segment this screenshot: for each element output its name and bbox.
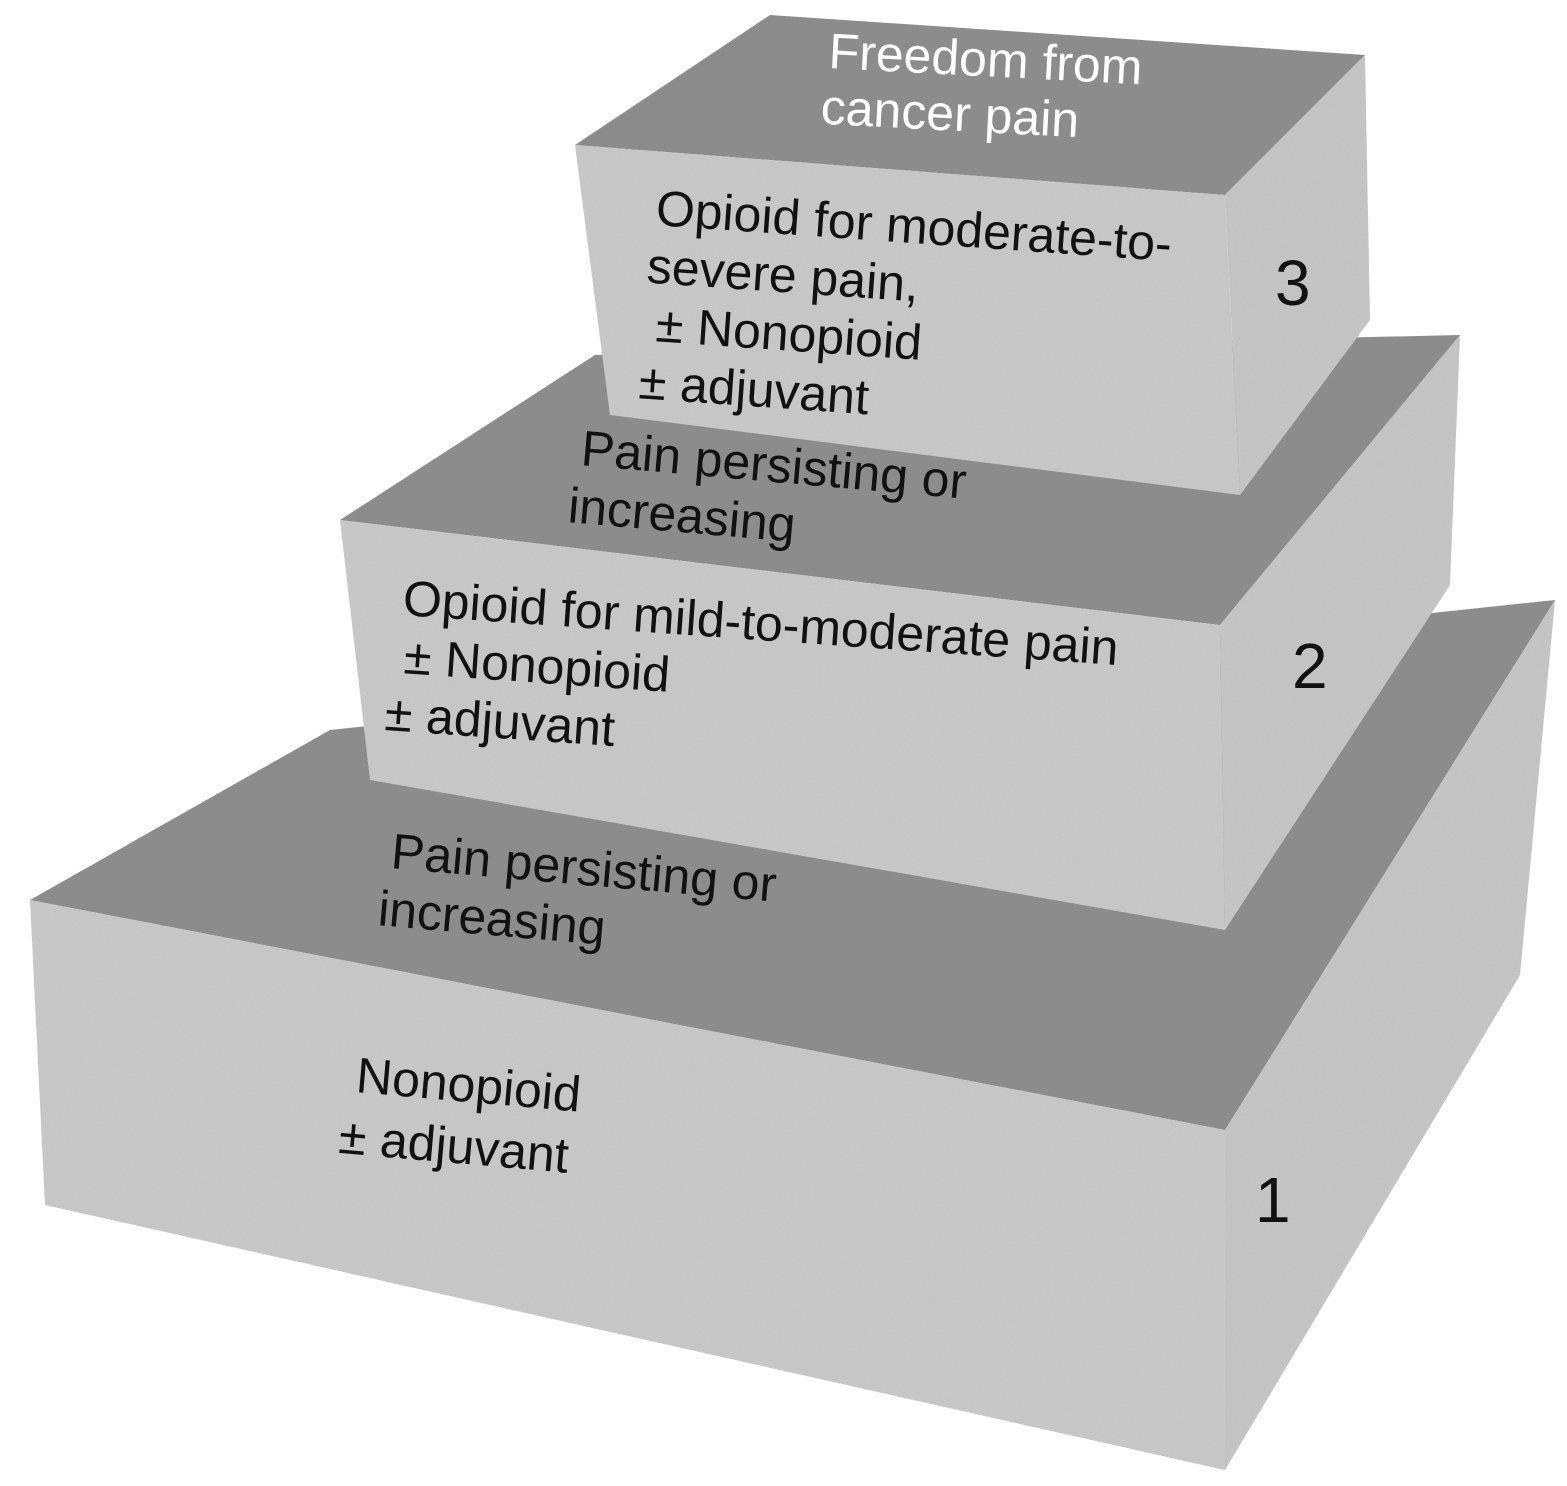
step-1-number: 1 xyxy=(1255,1164,1291,1236)
transition-1-label: Pain persisting or increasing xyxy=(376,822,793,971)
step-1-front-face xyxy=(30,900,1225,1470)
step-3-side-face xyxy=(1225,55,1370,495)
step-2-side-face xyxy=(1220,335,1460,930)
step-1-side-face xyxy=(1225,600,1555,1470)
top-label: Freedom from cancer pain xyxy=(820,23,1158,152)
step-3-block xyxy=(575,15,1370,495)
step-2-front-face xyxy=(340,520,1225,930)
step-3-top-face xyxy=(575,15,1365,195)
step-3-number: 3 xyxy=(1275,247,1311,319)
top-label-line-2: cancer pain xyxy=(820,79,1081,148)
step-2-number: 2 xyxy=(1292,630,1328,702)
step-3-front-face xyxy=(575,145,1240,495)
